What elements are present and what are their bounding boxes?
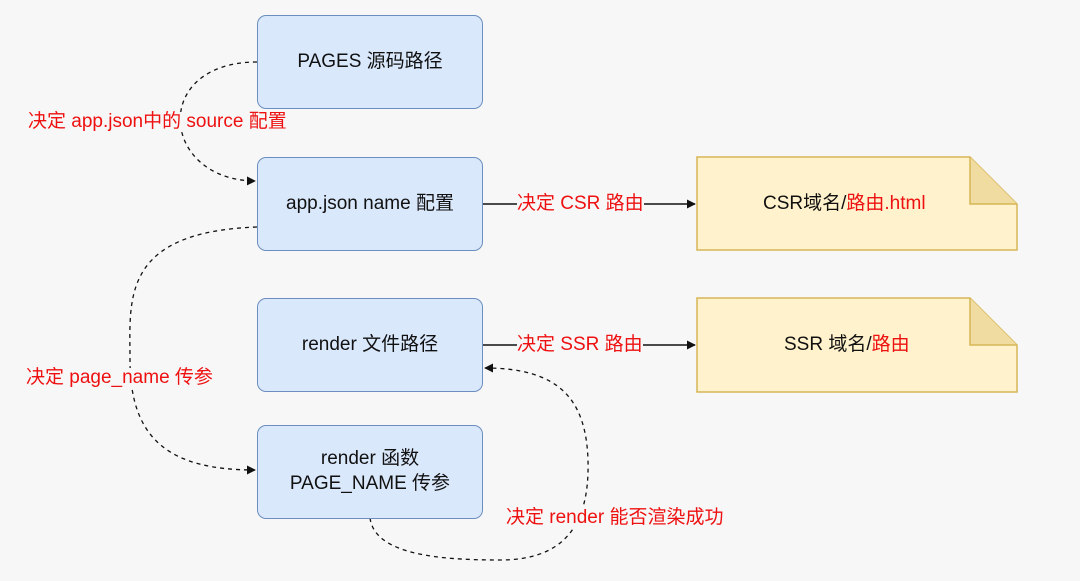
ssr-note-fold <box>969 298 1017 346</box>
ssr-note-shape <box>696 297 1018 393</box>
csr-note-fold <box>969 157 1017 205</box>
node-render-path-label: render 文件路径 <box>301 333 439 355</box>
node-render-function-line1: render 函数 <box>320 448 420 470</box>
csr-note-route: 路由.html <box>846 193 926 214</box>
ssr-note-prefix: SSR 域名/ <box>784 334 872 355</box>
node-render-function-line2: PAGE_NAME 传参 <box>289 473 451 494</box>
csr-note-prefix: CSR域名/ <box>763 193 847 214</box>
node-app-json-name-label: app.json name 配置 <box>286 192 454 214</box>
node-app-json-name: app.json name 配置 <box>257 157 483 251</box>
edge-renderfunc-to-renderpath <box>369 363 589 561</box>
edge-label-ssr-route: 决定 SSR 路由 <box>517 334 643 355</box>
node-pages-source: PAGES 源码路径 <box>257 15 483 109</box>
edge-label-render-success: 决定 render 能否渲染成功 <box>506 507 724 528</box>
edge-label-page-name-param: 决定 page_name 传参 <box>26 367 213 388</box>
node-pages-source-label: PAGES 源码路径 <box>297 50 443 72</box>
csr-note-text: CSR域名/路由.html <box>763 194 926 213</box>
edge-label-source-config: 决定 app.json中的 source 配置 <box>28 111 287 132</box>
edge-label-csr-route: 决定 CSR 路由 <box>517 193 644 214</box>
node-render-path: render 文件路径 <box>257 298 483 392</box>
edge-appjson-to-renderfunc <box>129 226 258 475</box>
ssr-note-text: SSR 域名/路由 <box>784 335 910 354</box>
node-render-function: render 函数 PAGE_NAME 传参 <box>257 425 483 519</box>
csr-note-shape <box>696 156 1018 251</box>
ssr-note-route: 路由 <box>871 334 910 355</box>
